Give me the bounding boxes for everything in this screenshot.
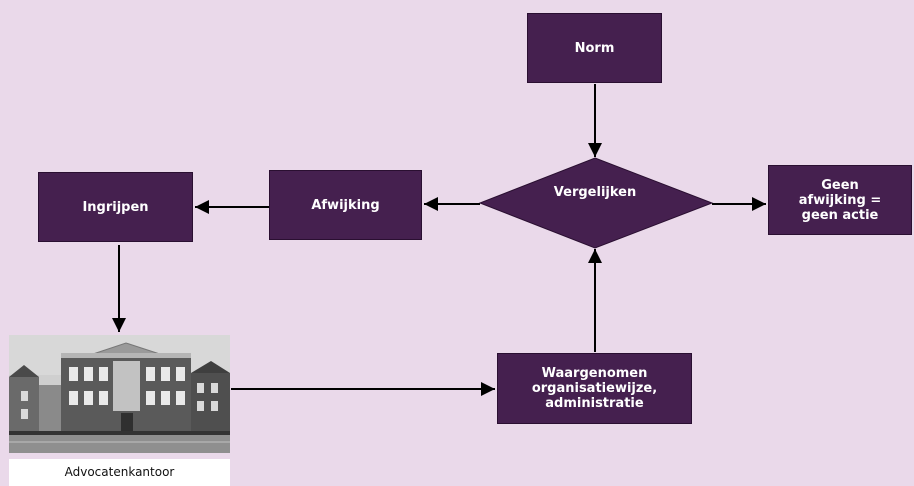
vergelijken-label: Vergelijken: [553, 185, 637, 200]
geen-afwijking-node: Geen afwijking = geen actie: [768, 165, 912, 235]
norm-label: Norm: [574, 40, 615, 56]
ingrijpen-label: Ingrijpen: [82, 199, 149, 215]
geen-afwijking-label: Geen afwijking = geen actie: [798, 177, 882, 223]
norm-node: Norm: [527, 13, 662, 83]
waargenomen-node: Waargenomen organisatiewijze, administra…: [497, 353, 692, 424]
office-building-photo: [9, 335, 230, 453]
afwijking-node: Afwijking: [269, 170, 422, 240]
photo-caption: Advocatenkantoor: [9, 459, 230, 486]
afwijking-label: Afwijking: [311, 197, 380, 213]
vergelijken-diamond: [478, 157, 714, 249]
ingrijpen-node: Ingrijpen: [38, 172, 193, 242]
waargenomen-label: Waargenomen organisatiewijze, administra…: [531, 366, 658, 411]
